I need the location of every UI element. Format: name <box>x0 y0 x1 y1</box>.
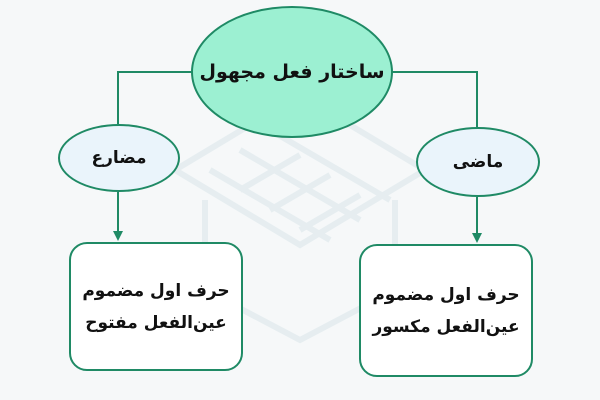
root-node: ساختار فعل مجهول <box>191 6 393 138</box>
root-node-label: ساختار فعل مجهول <box>199 61 385 83</box>
rule-box-past-line-1: حرف اول مضموم <box>372 284 520 305</box>
rule-box-past: حرف اول مضموم عین‌الفعل مکسور <box>359 244 533 377</box>
connector-root-left <box>117 71 193 124</box>
rule-box-present-line-1: حرف اول مضموم <box>82 280 230 301</box>
branch-node-present-label: مضارع <box>91 148 147 168</box>
branch-node-past-label: ماضی <box>452 152 504 172</box>
rule-box-present-line-2: عین‌الفعل مفتوح <box>85 312 227 333</box>
branch-node-past: ماضی <box>416 127 540 197</box>
connector-root-right <box>391 71 478 127</box>
rule-box-past-line-2: عین‌الفعل مکسور <box>372 316 520 337</box>
rule-box-present: حرف اول مضموم عین‌الفعل مفتوح <box>69 242 243 371</box>
branch-node-present: مضارع <box>58 124 180 192</box>
